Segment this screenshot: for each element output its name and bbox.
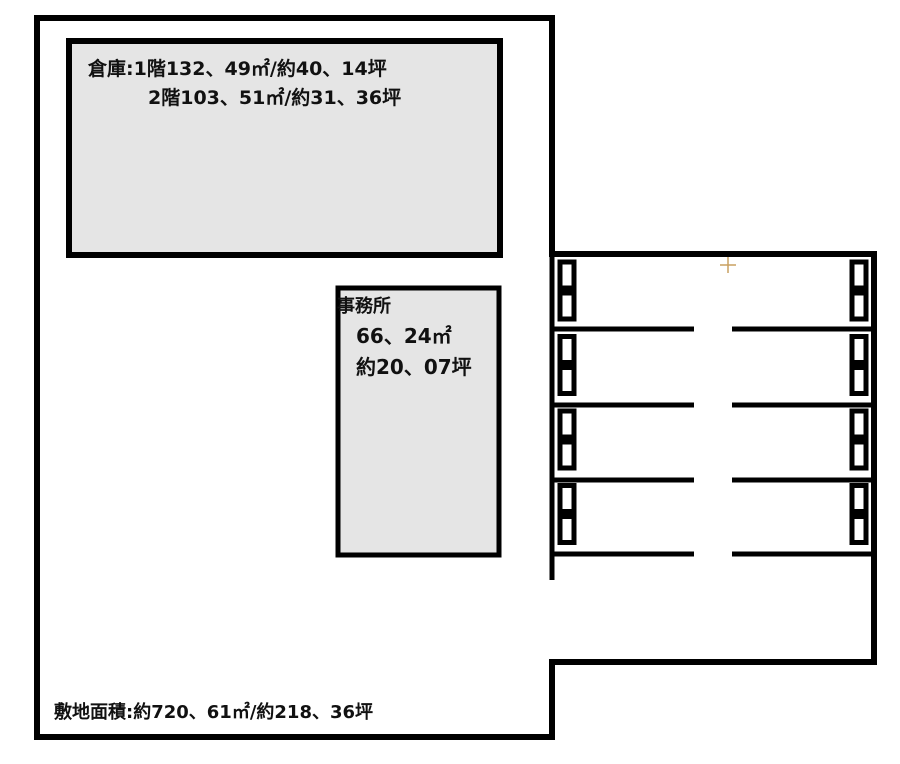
wheel-stop-marker — [849, 514, 869, 545]
wheel-stop-markers — [557, 259, 869, 545]
site-area-label: 敷地面積:約720、61㎡/約218、36坪 — [54, 702, 374, 723]
wheel-stop-marker — [849, 483, 869, 514]
site-boundary — [34, 15, 877, 740]
wheel-stop-marker — [849, 408, 869, 440]
warehouse-area-line-1: 倉庫:1階132、49㎡/約40、14坪 — [88, 58, 387, 80]
wheel-stop-marker — [849, 334, 869, 365]
wheel-stop-marker — [557, 483, 577, 514]
warehouse-area-line-2: 2階103、51㎡/約31、36坪 — [148, 87, 402, 109]
office-name: 事務所 — [337, 296, 391, 317]
wheel-stop-marker — [849, 365, 869, 396]
wheel-stop-marker — [557, 365, 577, 396]
wheel-stop-marker — [557, 514, 577, 545]
parking-dividers-right — [732, 326, 874, 557]
wheel-stop-marker — [557, 259, 577, 291]
wheel-stop-marker — [557, 439, 577, 471]
crosshair-mark — [720, 257, 736, 273]
warehouse-block — [66, 38, 503, 258]
parking-dividers-left — [552, 326, 694, 557]
office-area-m2: 66、24㎡ — [356, 324, 452, 348]
wheel-stop-marker — [557, 290, 577, 322]
wheel-stop-marker — [849, 259, 869, 291]
wheel-stop-marker — [557, 408, 577, 440]
wheel-stop-marker — [849, 290, 869, 322]
office-block — [335, 285, 502, 558]
wheel-stop-marker — [849, 439, 869, 471]
office-area-tsubo: 約20、07坪 — [356, 355, 472, 379]
wheel-stop-marker — [557, 334, 577, 365]
